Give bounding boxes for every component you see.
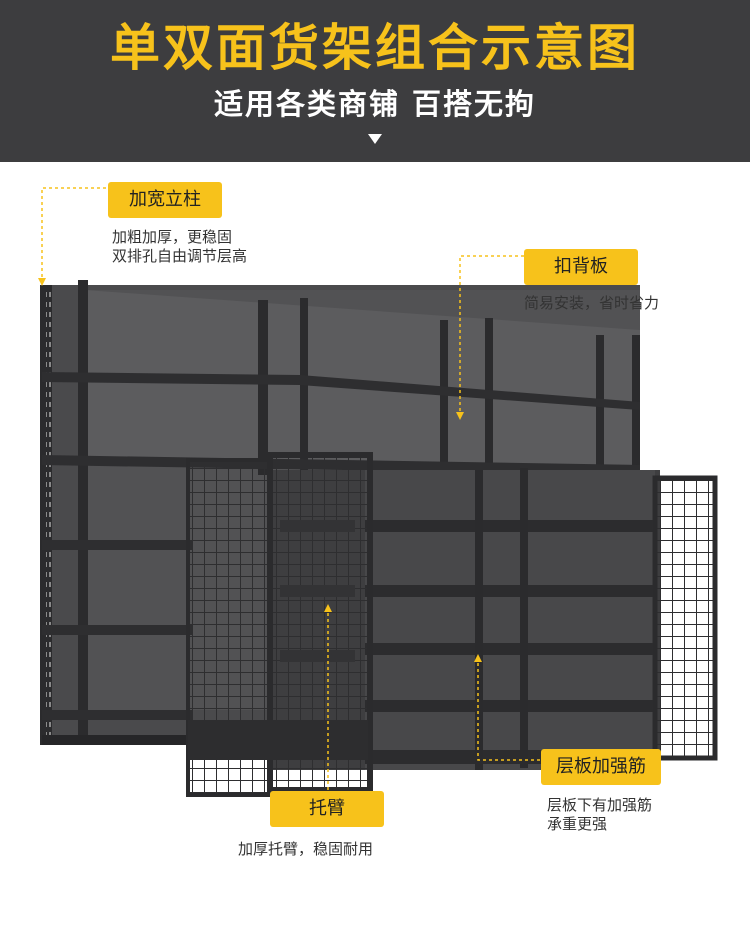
- arrowhead-upright-icon: [38, 278, 46, 286]
- arrowhead-arm-icon: [324, 604, 332, 612]
- callout-arm-label: 托臂: [270, 791, 384, 827]
- callout-upright-desc: 加粗加厚，更稳固 双排孔自由调节层高: [112, 228, 248, 265]
- callout-backboard-desc: 简易安装，省时省力: [524, 294, 660, 312]
- leader-upright: [41, 187, 106, 280]
- leader-backboard: [459, 255, 524, 415]
- page-subtitle: 适用各类商铺 百搭无拘: [213, 87, 537, 121]
- callout-arm-desc: 加厚托臂，稳固耐用: [238, 840, 374, 858]
- leader-rib: [477, 660, 546, 761]
- callout-upright-label: 加宽立柱: [108, 182, 222, 218]
- arrowhead-backboard-icon: [456, 412, 464, 420]
- callout-rib-label: 层板加强筋: [541, 749, 661, 785]
- callout-rib-desc: 层板下有加强筋 承重更强: [547, 796, 653, 833]
- page-title: 单双面货架组合示意图: [110, 19, 640, 77]
- down-arrow-icon: [368, 134, 382, 144]
- header-banner: 单双面货架组合示意图 适用各类商铺 百搭无拘: [0, 0, 750, 162]
- callout-backboard-label: 扣背板: [524, 249, 638, 285]
- arrowhead-rib-icon: [474, 654, 482, 662]
- front-shelf-unit: [186, 452, 718, 797]
